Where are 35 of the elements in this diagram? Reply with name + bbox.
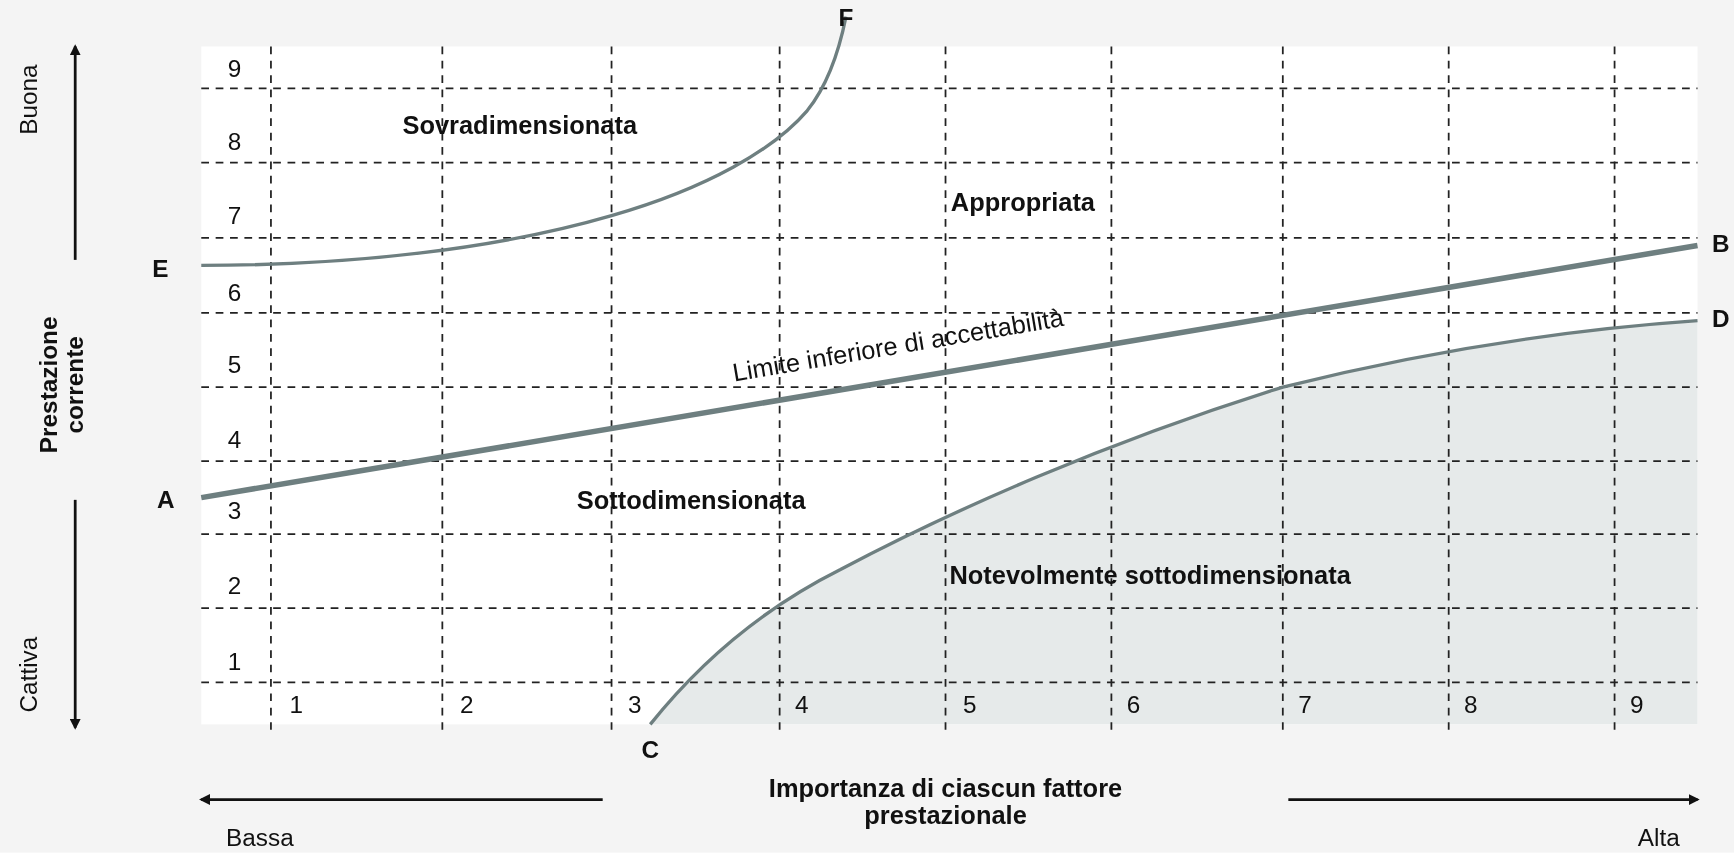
region-label: Notevolmente sottodimensionata bbox=[949, 561, 1351, 589]
axis-end-label: Alta bbox=[1637, 825, 1680, 851]
region-label: Sottodimensionata bbox=[576, 486, 806, 514]
tick-label: 8 bbox=[1464, 691, 1478, 718]
region-label: Sovradimensionata bbox=[402, 111, 638, 139]
point-label: D bbox=[1711, 305, 1730, 332]
curve-label: Limite inferiore di accettabilità bbox=[730, 303, 1066, 387]
point-label: A bbox=[157, 487, 175, 513]
region-label: Appropriata bbox=[950, 189, 1095, 216]
tick-label: 2 bbox=[227, 573, 242, 599]
tick-label: 8 bbox=[227, 128, 242, 155]
tick-label: 9 bbox=[227, 55, 242, 82]
tick-label: 4 bbox=[795, 691, 809, 718]
point-label: F bbox=[838, 4, 854, 31]
tick-label: 9 bbox=[1629, 691, 1644, 718]
tick-label: 6 bbox=[1126, 691, 1141, 718]
tick-label: 7 bbox=[1298, 691, 1312, 718]
tick-label: 7 bbox=[227, 202, 242, 229]
point-label: C bbox=[641, 737, 660, 763]
axis-end-label: Buona bbox=[16, 64, 42, 135]
tick-label: 5 bbox=[227, 352, 242, 378]
tick-label: 2 bbox=[459, 691, 474, 718]
tick-label: 3 bbox=[628, 691, 642, 718]
axis-title: Prestazione corrente bbox=[36, 315, 88, 456]
tick-label: 5 bbox=[963, 691, 977, 718]
axis-title: Importanza di ciascun fattore prestazionale bbox=[767, 775, 1124, 829]
tick-label: 4 bbox=[227, 427, 242, 453]
tick-label: 1 bbox=[227, 648, 242, 675]
tick-label: 1 bbox=[289, 691, 304, 718]
point-label: B bbox=[1711, 230, 1730, 257]
axis-end-label: Cattiva bbox=[16, 636, 42, 713]
tick-label: 6 bbox=[227, 280, 242, 306]
axis-end-label: Bassa bbox=[226, 825, 294, 851]
point-label: E bbox=[152, 255, 169, 282]
tick-label: 3 bbox=[227, 498, 242, 524]
